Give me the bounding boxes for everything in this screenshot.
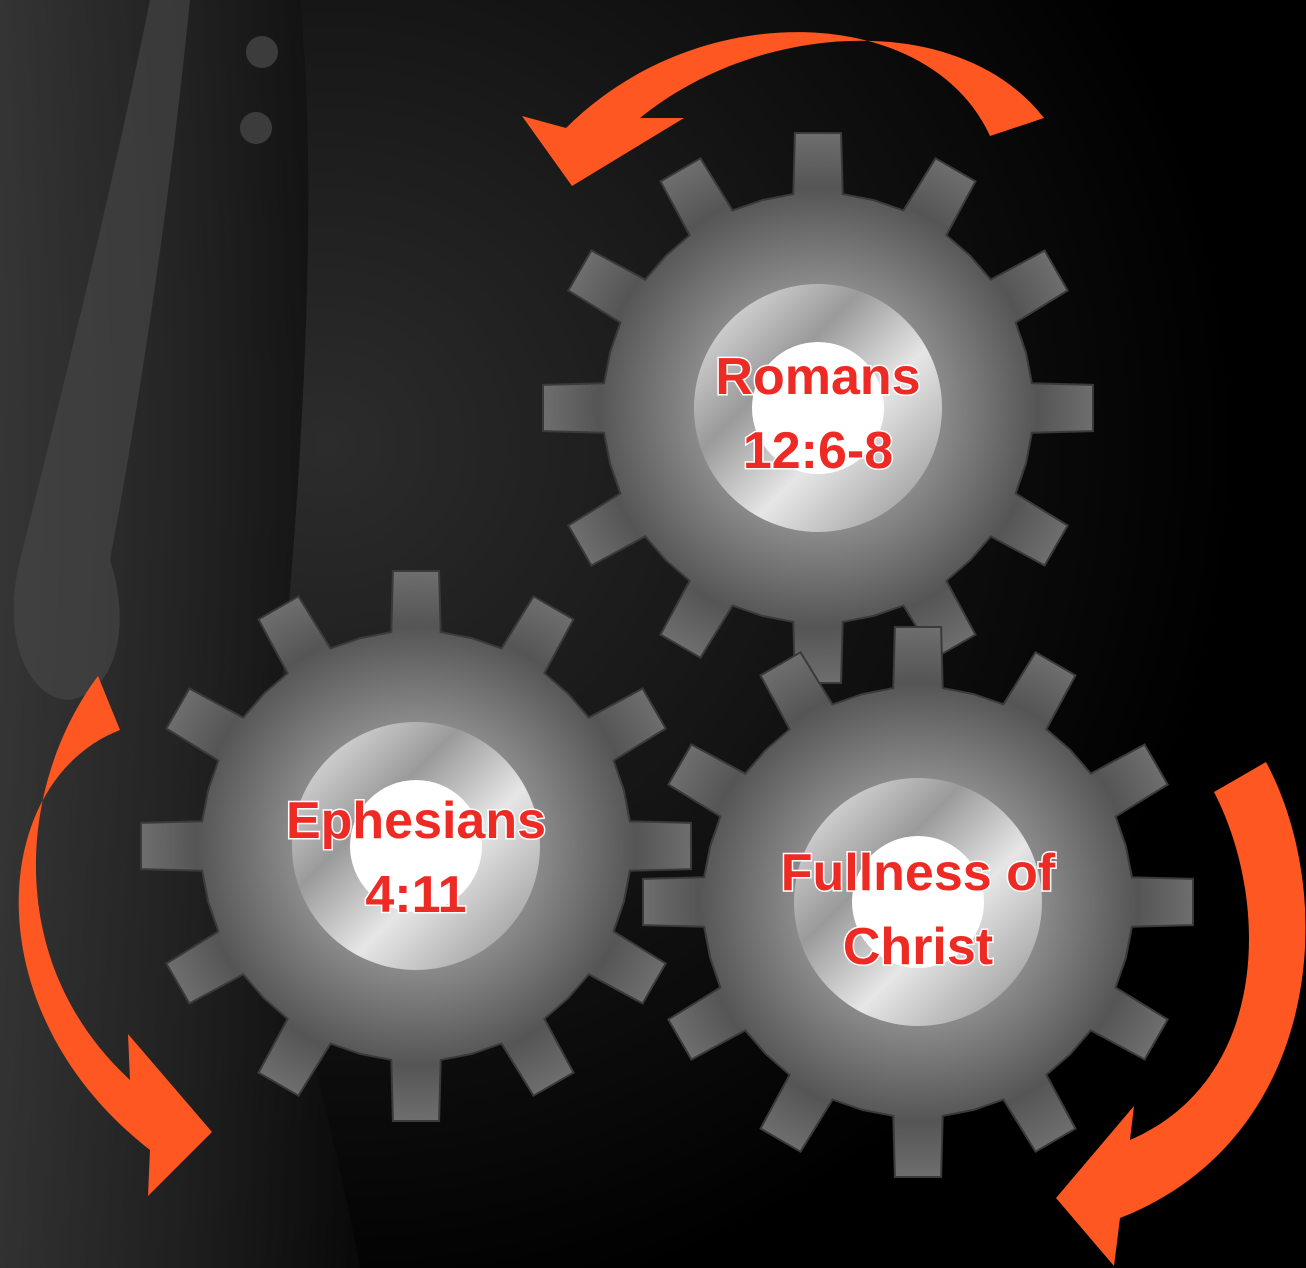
gear-label-line-2: 4:11 [365,866,466,924]
gear-label-line-2: 12:6-8 [743,422,893,480]
gear-label-line-1: Ephesians [286,792,546,850]
gear-label-line-1: Fullness of [781,844,1056,902]
gear-label-line-1: Romans [715,348,920,406]
gear-label-line-2: Christ [843,918,993,976]
background-button [240,112,272,144]
background-button [246,36,278,68]
